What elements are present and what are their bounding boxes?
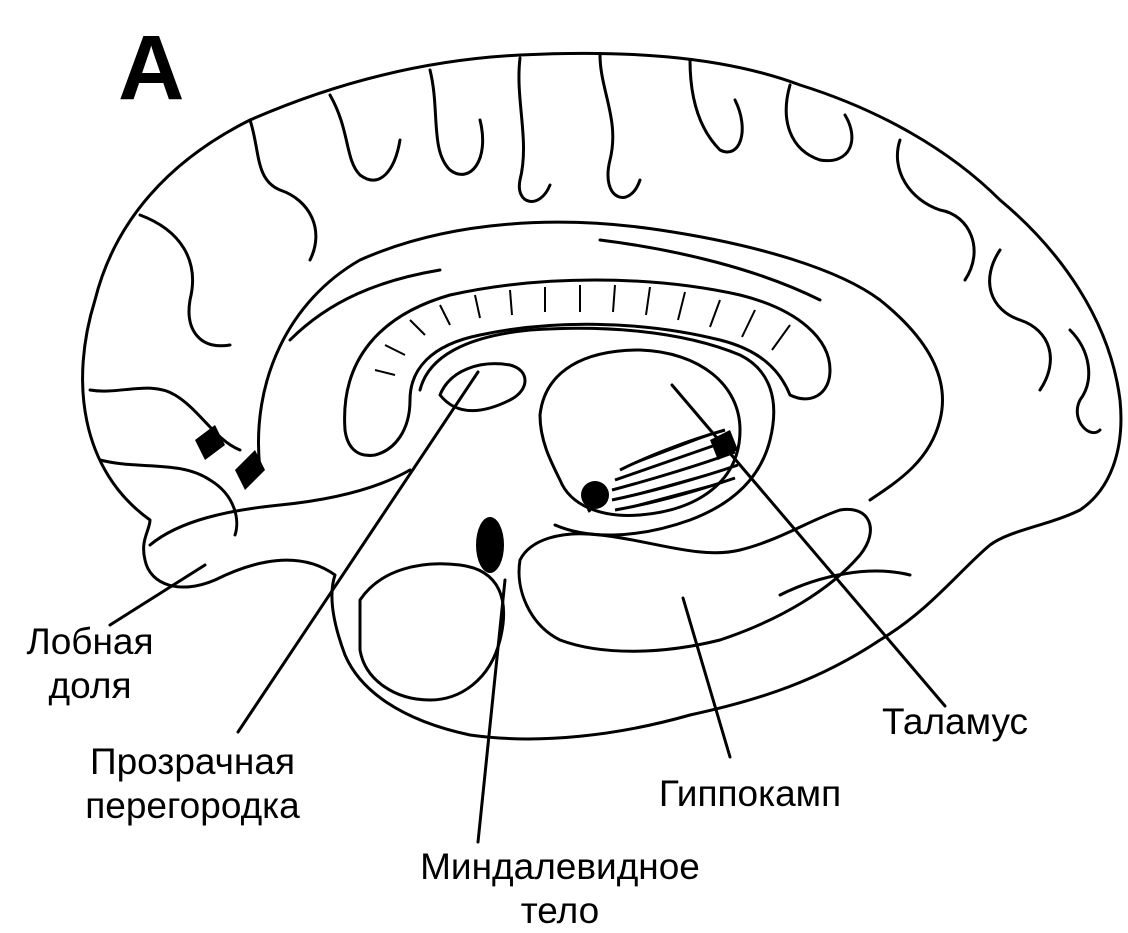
leader-frontal-lobe xyxy=(110,565,205,625)
cingulate-gyrus xyxy=(258,222,942,500)
sulcus xyxy=(897,140,974,280)
leader-thalamus xyxy=(672,385,945,706)
label-frontal-lobe-line2: доля xyxy=(5,664,175,708)
sulcus xyxy=(786,85,852,161)
sulcus xyxy=(600,55,640,197)
label-frontal-lobe-line1: Лобная xyxy=(5,620,175,664)
label-frontal-lobe: Лобная доля xyxy=(5,620,175,708)
label-hippocampus: Гиппокамп xyxy=(630,772,870,816)
occipital-lower xyxy=(780,571,910,595)
sulcus xyxy=(990,250,1051,390)
label-thalamus-line1: Таламус xyxy=(855,700,1055,744)
leader-hippocampus xyxy=(683,598,730,757)
label-septum-line2: перегородка xyxy=(50,784,335,828)
temporal-lobe xyxy=(360,564,504,700)
label-thalamus: Таламус xyxy=(855,700,1055,744)
label-septum: Прозрачная перегородка xyxy=(50,740,335,828)
brain-outline xyxy=(83,53,1121,739)
leader-amygdala xyxy=(478,580,505,842)
label-amygdala: Миндалевидное тело xyxy=(380,845,740,933)
thalamus-outline xyxy=(540,350,740,515)
sulcus xyxy=(430,70,483,174)
sulcus xyxy=(100,460,237,535)
label-amygdala-line2: тело xyxy=(380,889,740,933)
label-amygdala-line1: Миндалевидное xyxy=(380,845,740,889)
label-septum-line1: Прозрачная xyxy=(50,740,335,784)
panel-letter: A xyxy=(118,22,184,114)
sulcus xyxy=(140,215,230,346)
sulcus xyxy=(250,120,316,260)
sulcus xyxy=(330,95,400,180)
septum-region xyxy=(440,364,525,411)
sulcus xyxy=(690,60,742,152)
label-hippocampus-line1: Гиппокамп xyxy=(630,772,870,816)
sulcus xyxy=(519,58,550,201)
sulcus xyxy=(1070,330,1100,433)
